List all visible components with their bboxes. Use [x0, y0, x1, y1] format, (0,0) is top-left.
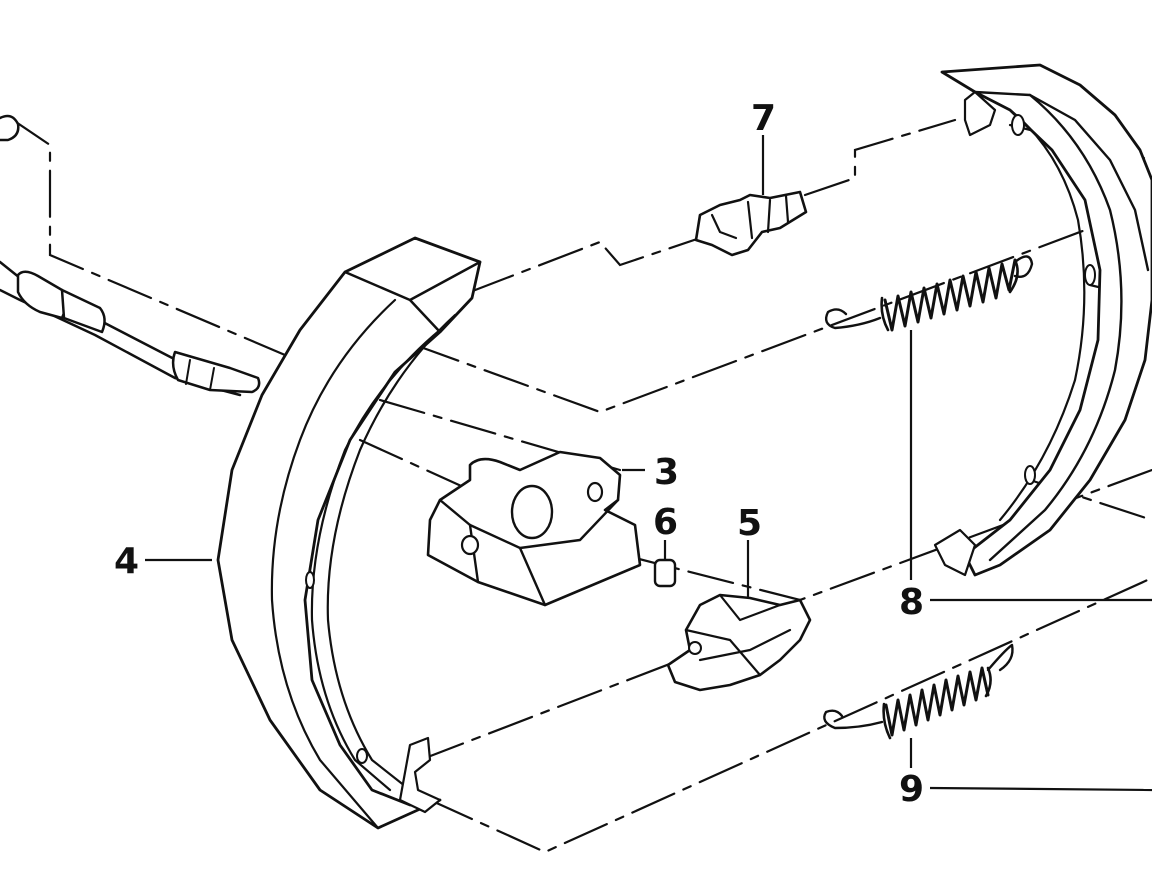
lever [666, 593, 812, 692]
adjuster [694, 190, 808, 257]
callout-numbers: 3 4 5 6 7 8 9 [114, 98, 924, 810]
leader-lines [145, 135, 1152, 792]
callout-9: 9 [899, 769, 924, 810]
lower-spring [823, 643, 1014, 740]
handbrake-cable [0, 114, 261, 397]
callout-4: 4 [114, 541, 139, 582]
brake-shoe-left [216, 236, 482, 830]
callout-5: 5 [737, 503, 762, 544]
callout-8: 8 [899, 582, 924, 623]
pin [653, 558, 677, 588]
callout-7: 7 [751, 98, 776, 139]
upper-spring [824, 255, 1034, 332]
callout-6: 6 [653, 502, 678, 543]
brake-shoe-right [933, 63, 1152, 577]
callout-3: 3 [654, 452, 679, 493]
anchor-plate [426, 450, 642, 607]
